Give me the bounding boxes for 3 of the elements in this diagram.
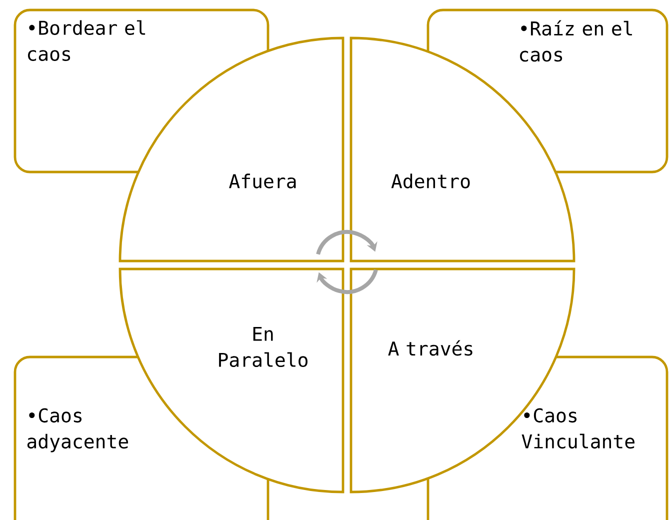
- node-label: A través: [388, 340, 472, 356]
- quadrant: Afuera: [118, 36, 344, 262]
- cycle-arrow: [316, 269, 378, 294]
